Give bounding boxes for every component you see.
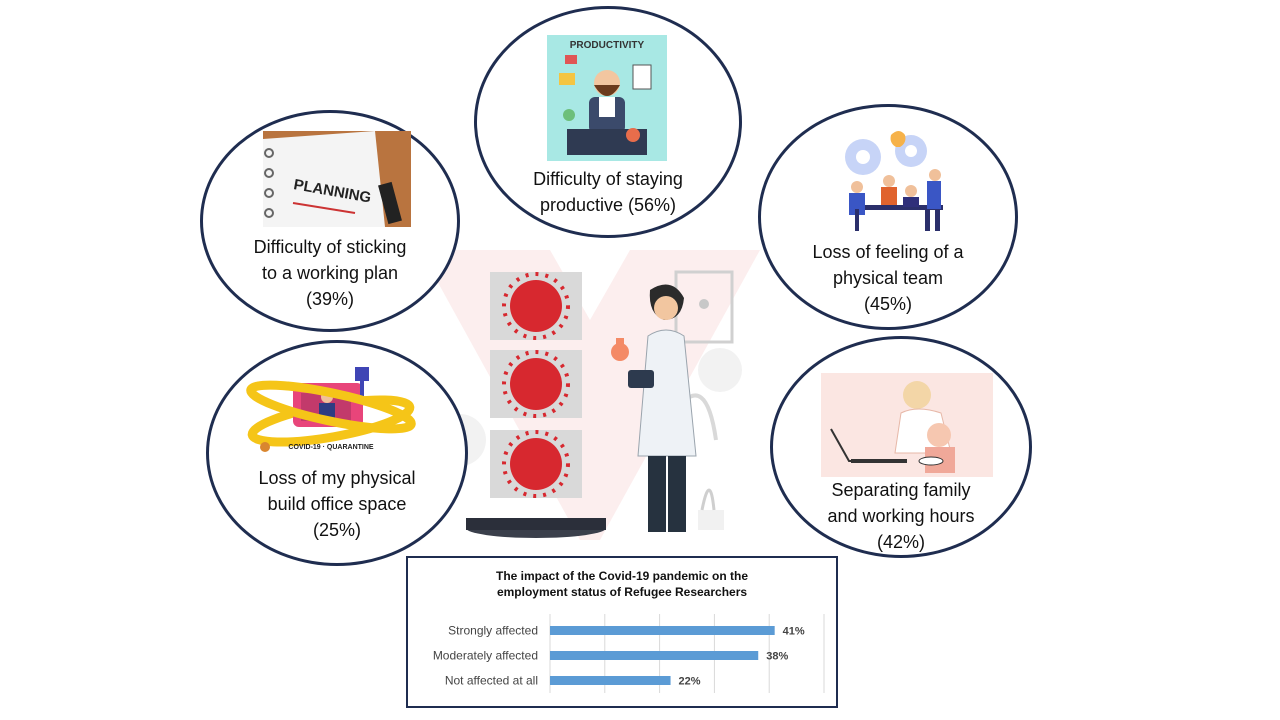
chart-title: The impact of the Covid-19 pandemic on t… — [408, 568, 836, 600]
value-label: 38% — [766, 651, 788, 663]
family-label-line3: (42%) — [876, 532, 925, 552]
chart-title-line2: employment status of Refugee Researchers — [496, 585, 748, 599]
category-label: Not affected at all — [445, 674, 538, 688]
office-label-line3: (25%) — [312, 520, 361, 540]
callout-physical-team: Loss of feeling of a physical team (45%) — [758, 104, 1018, 330]
productivity-illustration: PRODUCTIVITY — [547, 35, 667, 161]
team-label-line3: (45%) — [863, 294, 912, 314]
bar — [550, 676, 671, 685]
team-label-line1: Loss of feeling of a — [812, 242, 964, 262]
family-label-line1: Separating family — [831, 480, 971, 500]
virus-icon-2 — [502, 350, 570, 418]
platform-base — [466, 518, 606, 538]
value-label: 41% — [783, 626, 805, 638]
virus-icon-1 — [502, 272, 570, 340]
parent-child-laptop-illustration — [821, 373, 993, 477]
central-illustration — [430, 240, 780, 545]
virus-panel-column — [490, 272, 582, 498]
office-label-line1: Loss of my physical — [258, 468, 416, 488]
planning-notebook-illustration: PLANNING — [263, 131, 411, 227]
productivity-caption: PRODUCTIVITY — [570, 40, 645, 51]
employment-impact-chart: The impact of the Covid-19 pandemic on t… — [406, 556, 838, 708]
bar — [550, 626, 775, 635]
virus-icon-3 — [502, 430, 570, 498]
chart-title-line1: The impact of the Covid-19 pandemic on t… — [495, 569, 749, 583]
quarantine-office-illustration: COVID-19 · QUARANTINE — [245, 363, 417, 461]
family-label-line2: and working hours — [827, 506, 975, 526]
productivity-label-line1: Difficulty of staying — [533, 169, 683, 189]
callout-office-space: COVID-19 · QUARANTINE Loss of my physica… — [206, 340, 468, 566]
plan-label-line1: Difficulty of sticking — [253, 237, 407, 257]
plan-label-line2: to a working plan — [261, 263, 399, 283]
callout-productivity: PRODUCTIVITY Difficulty of staying produ… — [474, 6, 742, 238]
productivity-label-line2: productive (56%) — [539, 195, 677, 215]
category-label: Moderately affected — [433, 649, 538, 663]
bar — [550, 651, 759, 660]
scientist-figure — [611, 270, 734, 532]
category-label: Strongly affected — [448, 624, 538, 638]
quarantine-tape-text: COVID-19 · QUARANTINE — [288, 444, 374, 451]
callout-family-hours: Separating family and working hours (42%… — [770, 336, 1032, 558]
team-meeting-illustration — [839, 125, 949, 237]
callout-working-plan: PLANNING Difficulty of sticking to a wor… — [200, 110, 460, 332]
team-label-line2: physical team — [832, 268, 944, 288]
office-label-line2: build office space — [267, 494, 407, 514]
bar-chart-plot: Strongly affected 41% Moderately affected 3… — [433, 614, 825, 693]
plan-label-line3: (39%) — [305, 289, 354, 309]
value-label: 22% — [679, 676, 701, 688]
